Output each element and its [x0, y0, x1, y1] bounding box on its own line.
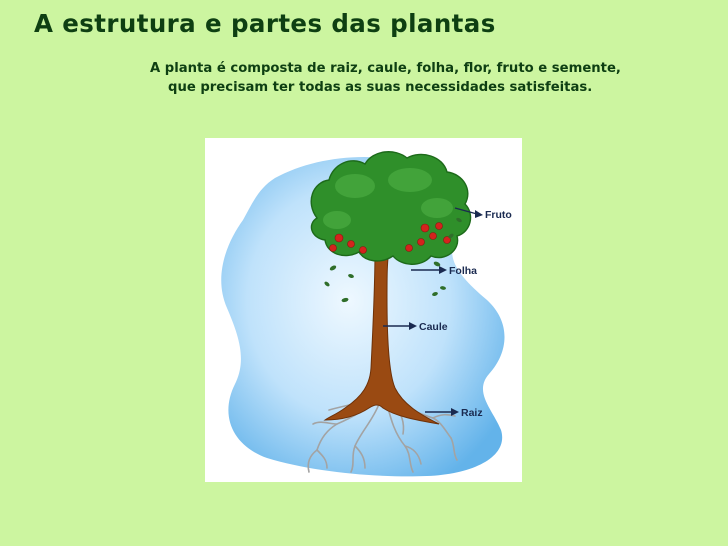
falling-leaves [324, 217, 462, 303]
description-line-2: que precisam ter todas as suas necessida… [168, 80, 593, 95]
slide-title: A estrutura e partes das plantas [34, 9, 496, 38]
label-fruto: Fruto [485, 209, 512, 221]
plant-diagram: Fruto Folha Caule Raiz [205, 138, 522, 482]
callout-arrows [383, 207, 483, 416]
tree-fruits [329, 222, 451, 254]
label-raiz: Raiz [461, 407, 483, 419]
canopy-highlights [323, 168, 453, 229]
label-caule: Caule [419, 321, 448, 333]
label-folha: Folha [449, 265, 477, 277]
tree-trunk [323, 249, 440, 425]
description-line-1: A planta é composta de raiz, caule, folh… [150, 61, 621, 76]
slide-description: A planta é composta de raiz, caule, folh… [150, 59, 621, 97]
plant-parts-illustration: Fruto Folha Caule Raiz [205, 138, 522, 482]
